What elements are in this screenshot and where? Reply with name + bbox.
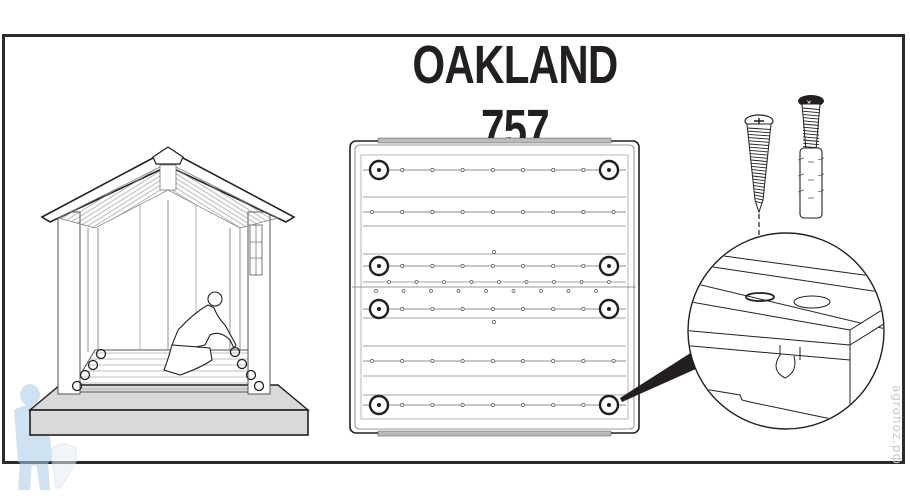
hole-dot xyxy=(551,403,556,407)
hole-dot xyxy=(551,264,556,268)
hole-dot xyxy=(594,289,598,293)
screw-point xyxy=(607,168,611,172)
hole-dot xyxy=(460,359,465,363)
shed-screw-markers xyxy=(71,346,265,392)
watermark-text: agrohoz.pф xyxy=(890,385,910,495)
screw-point xyxy=(377,307,381,311)
hole-dot xyxy=(387,280,391,284)
hole-dot xyxy=(460,403,465,407)
hole-dot xyxy=(497,280,501,284)
shed-illustration xyxy=(28,146,310,436)
hole-dot xyxy=(400,307,405,311)
hole-dot xyxy=(551,210,556,214)
hole-dot xyxy=(430,264,435,268)
hole-dot xyxy=(607,280,611,284)
screw-marker xyxy=(245,369,257,381)
hole-dot xyxy=(430,210,435,214)
hole-dot xyxy=(374,289,378,293)
hole-dot xyxy=(460,307,465,311)
hole-dot xyxy=(442,280,446,284)
hole-dot xyxy=(581,168,586,172)
floor-hole-dots xyxy=(352,168,636,407)
hole-dot xyxy=(401,289,406,293)
screw-marker xyxy=(253,380,265,392)
hole-dot xyxy=(460,264,465,268)
screw-marker xyxy=(236,358,248,370)
screw-marker xyxy=(79,369,91,381)
hole-dot xyxy=(492,320,496,324)
floor-screw-markers xyxy=(368,159,620,416)
hole-dot xyxy=(581,264,586,268)
hole-dot xyxy=(400,210,405,214)
hole-dot xyxy=(490,210,495,214)
hole-dot xyxy=(492,250,496,254)
hole-dot xyxy=(490,403,495,407)
hole-dot xyxy=(521,403,525,407)
hole-dot xyxy=(400,403,405,407)
hole-dot xyxy=(521,307,525,311)
hole-dot xyxy=(521,359,525,363)
hole-dot xyxy=(521,264,525,268)
hole-dot xyxy=(490,264,495,268)
hole-dot xyxy=(484,289,488,293)
hole-dot xyxy=(581,359,586,363)
hole-dot xyxy=(430,403,435,407)
screw-point xyxy=(607,307,611,311)
callout-pointer xyxy=(620,352,698,402)
diagram-frame xyxy=(2,34,905,464)
screw-marker xyxy=(229,346,241,358)
hole-dot xyxy=(370,359,374,363)
hole-dot xyxy=(414,280,419,284)
hole-dot xyxy=(400,359,405,363)
hole-dot xyxy=(581,307,586,311)
hole-dot xyxy=(579,280,584,284)
hole-dot xyxy=(611,359,616,363)
hole-dot xyxy=(511,289,516,293)
hole-dot xyxy=(611,210,616,214)
hole-dot xyxy=(430,307,435,311)
wall-plug-icon: ✕ xyxy=(797,95,825,219)
hole-dot xyxy=(400,168,405,172)
screw-point xyxy=(607,403,611,407)
screw-icon xyxy=(744,114,774,214)
hole-dot xyxy=(370,210,374,214)
hole-dot xyxy=(490,359,495,363)
screw-marker xyxy=(87,359,99,371)
hole-dot xyxy=(524,280,529,284)
hole-dot xyxy=(430,359,435,363)
svg-text:✕: ✕ xyxy=(806,99,812,107)
magnified-detail xyxy=(687,232,885,430)
screw-point xyxy=(377,403,381,407)
hole-dot xyxy=(581,403,586,407)
hole-dot xyxy=(521,168,525,172)
hole-dot xyxy=(430,168,435,172)
watermark-label: agrohoz.pф xyxy=(890,385,904,465)
hole-dot xyxy=(460,210,465,214)
screw-point xyxy=(377,264,381,268)
hardware-illustration: ✕ xyxy=(687,95,885,430)
hole-dot xyxy=(551,307,556,311)
hole-dot xyxy=(456,289,461,293)
hole-dot xyxy=(400,264,405,268)
hole-dot xyxy=(429,289,433,293)
hole-dot xyxy=(566,289,571,293)
screw-marker xyxy=(95,348,107,360)
screw-point xyxy=(377,168,381,172)
floor-plan-view xyxy=(349,137,698,437)
hole-dot xyxy=(521,210,525,214)
hole-dot xyxy=(469,280,474,284)
hole-dot xyxy=(490,307,495,311)
hole-dot xyxy=(551,359,556,363)
hole-dot xyxy=(539,289,543,293)
hole-dot xyxy=(581,210,586,214)
hole-dot xyxy=(551,168,556,172)
hole-dot xyxy=(552,280,556,284)
screw-point xyxy=(607,264,611,268)
hole-dot xyxy=(460,168,465,172)
hole-dot xyxy=(490,168,495,172)
kneeling-person xyxy=(163,291,237,376)
screw-marker xyxy=(71,380,83,392)
